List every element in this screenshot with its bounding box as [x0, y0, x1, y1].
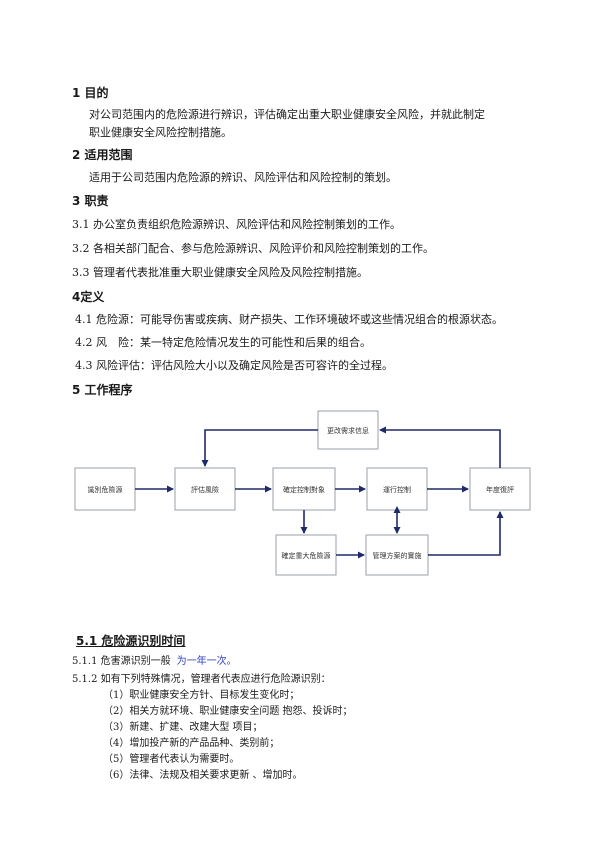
node-major-label: 確定重大危險源 — [282, 551, 331, 560]
section-1-text-line-1: 对公司范围内的危险源进行辨识，评估确定出重大职业健康安全风险，并就此制定 — [89, 108, 485, 121]
node-operate: 運行控制 — [366, 467, 428, 511]
arrow-review-change — [379, 426, 501, 468]
node-review: 年度復評 — [469, 467, 531, 511]
node-change: 更改需求信息 — [317, 410, 379, 450]
section-4-item: 4.3 风险评估：评估风险大小以及确定风险是否可容许的全过程。 — [75, 359, 393, 372]
section-3-item: 3.1 办公室负责组织危险源辨识、风险评估和风险控制策划的工作。 — [72, 218, 401, 231]
section-5-1-heading: 5.1 危险源识别时间 — [76, 634, 186, 648]
section-3-item: 3.2 各相关部门配合、参与危险源辨识、风险评价和风险控制策划的工作。 — [72, 242, 434, 255]
condition-item: （4）增加投产新的产品品种、类别前； — [103, 738, 280, 749]
section-2-text: 适用于公司范围内危险源的辨识、风险评估和风险控制的策划。 — [89, 171, 397, 184]
condition-item: （2）相关方就环境、职业健康安全问题 抱怨、投诉时； — [103, 706, 353, 717]
section-5-heading: 5 工作程序 — [72, 383, 133, 397]
condition-item: （6）法律、法规及相关要求更新 、增加时。 — [103, 770, 303, 781]
section-2-heading: 2 适用范围 — [72, 148, 133, 162]
condition-item: （5）管理者代表认为需要时。 — [103, 754, 240, 765]
section-1-heading: 1 目的 — [72, 86, 109, 100]
section-4-item: 4.2 风 险：某一特定危险情况发生的可能性和后果的组合。 — [75, 336, 371, 349]
arrow-plan-review — [428, 511, 504, 556]
node-evaluate-label: 評估風險 — [191, 485, 219, 494]
item-5-1-2: 5.1.2 如有下列特殊情况，管理者代表应进行危险源识别： — [72, 674, 331, 685]
node-change-label: 更改需求信息 — [327, 426, 369, 435]
section-3-heading: 3 职责 — [72, 194, 109, 208]
section-3-item: 3.3 管理者代表批准重大职业健康安全风险及风险控制措施。 — [72, 266, 368, 279]
node-plan-label: 管理方案的實施 — [373, 551, 422, 560]
arrow-change-evaluate — [201, 429, 318, 467]
node-review-label: 年度復評 — [486, 485, 514, 494]
item-5-1-1: 5.1.1 危害源识别一般为一年一次。 — [72, 652, 237, 667]
item-5-1-1-highlight: 为一年一次。 — [176, 656, 237, 667]
node-identify-label: 識別危險源 — [88, 485, 123, 494]
node-plan: 管理方案的實施 — [365, 534, 429, 576]
item-5-1-1-text: 5.1.1 危害源识别一般 — [72, 656, 171, 667]
node-determine-label: 確定控制對象 — [283, 485, 325, 494]
node-evaluate: 評估風險 — [174, 467, 236, 511]
section-4-heading: 4定义 — [72, 290, 105, 304]
node-major: 確定重大危險源 — [275, 534, 337, 576]
section-1-text-line-2: 职业健康安全风险控制措施。 — [89, 126, 232, 139]
condition-item: （1）职业健康安全方针、目标发生变化时； — [103, 690, 300, 701]
condition-item: （3）新建、扩建、改建大型 项目； — [103, 722, 263, 733]
node-determine: 確定控制對象 — [272, 467, 336, 511]
node-identify: 識別危險源 — [74, 467, 136, 511]
section-4-item: 4.1 危险源：可能导伤害或疾病、财产损失、工作环境破坏或这些情况组合的根源状态… — [75, 313, 503, 326]
node-operate-label: 運行控制 — [383, 485, 411, 494]
